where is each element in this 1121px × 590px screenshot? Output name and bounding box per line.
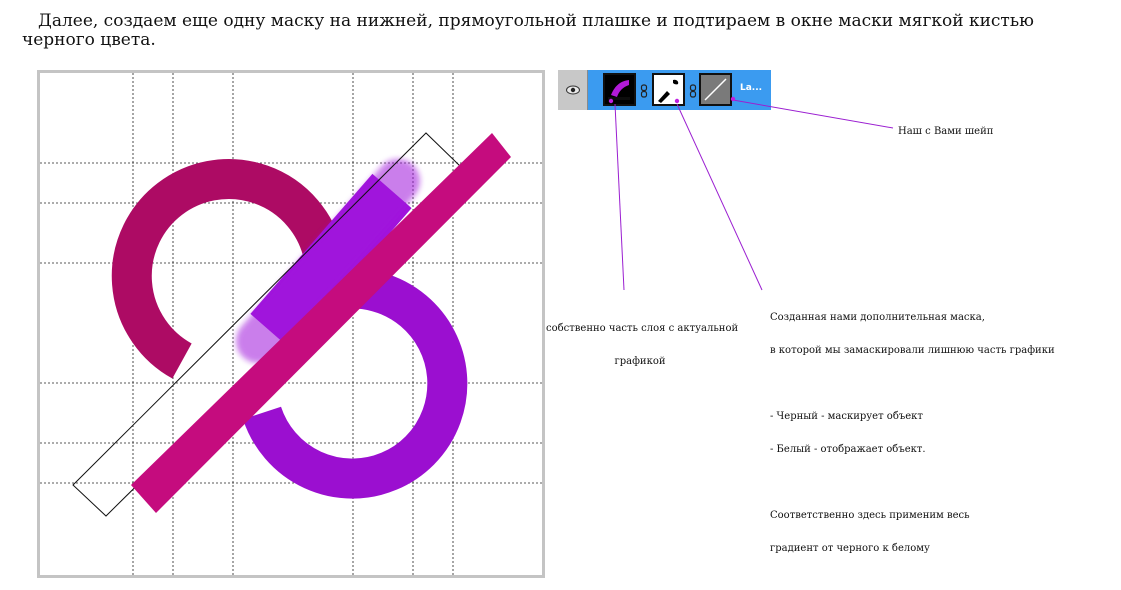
- layer-thumbnail[interactable]: [603, 73, 636, 106]
- mask-note-line: - Черный - маскирует объект: [770, 411, 923, 422]
- layer-mask-thumbnail[interactable]: [652, 73, 685, 106]
- canvas-artwork: [40, 73, 542, 575]
- graphic-note: собственно часть слоя с актуальной графи…: [546, 301, 739, 378]
- mask-note-line: [770, 477, 1055, 488]
- eye-icon[interactable]: [558, 70, 588, 110]
- diagonal-bar-shape: [131, 133, 511, 513]
- mask-connector-line: [676, 103, 763, 291]
- mask-note-line: Соответственно здесь применим весь: [770, 510, 970, 521]
- mask-note-line: - Белый - отображает объект.: [770, 444, 926, 455]
- brush-stroke: [236, 159, 420, 363]
- mask-note-line: [770, 378, 1055, 389]
- mask-note-line: градиент от черного к белому: [770, 543, 930, 554]
- layers-panel-row[interactable]: La...: [558, 70, 771, 110]
- photoshop-canvas: [37, 70, 545, 578]
- mask-note-line: Созданная нами дополнительная маска,: [770, 312, 985, 323]
- vector-shape-thumbnail[interactable]: [699, 73, 732, 106]
- chain-link-icon[interactable]: [689, 83, 697, 98]
- top-ring-shape: [111, 159, 343, 379]
- shape-note: Наш с Вами шейп: [898, 126, 994, 137]
- graphic-connector-line: [614, 103, 625, 291]
- mask-note: Созданная нами дополнительная маска, в к…: [770, 290, 1055, 565]
- graphic-note-line: графикой: [614, 356, 666, 367]
- intro-text: Далее, создаем еще одну маску на нижней,…: [22, 11, 1034, 50]
- chain-link-icon[interactable]: [640, 83, 648, 98]
- layer-name[interactable]: La...: [740, 83, 763, 93]
- mask-note-line: в которой мы замаскировали лишнюю часть …: [770, 345, 1055, 356]
- graphic-note-line: собственно часть слоя с актуальной: [546, 323, 739, 334]
